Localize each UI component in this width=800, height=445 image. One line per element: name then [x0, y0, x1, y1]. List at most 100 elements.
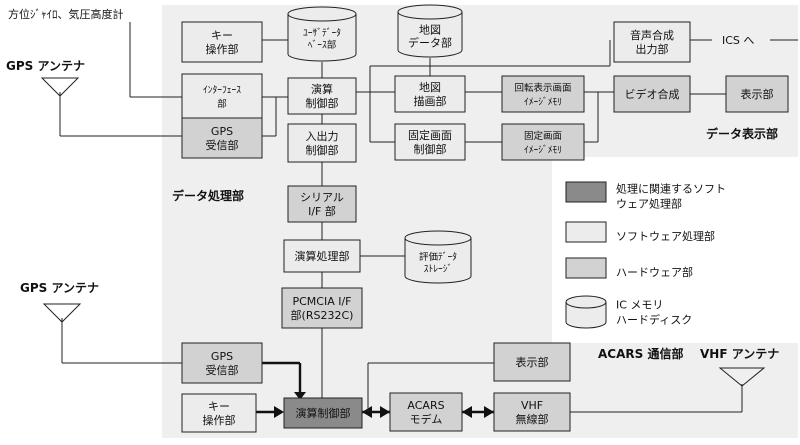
disk-label-eval-storage-line: 評価ﾃﾞｰﾀ: [419, 251, 457, 263]
calc-control-bottom-box: [283, 397, 363, 429]
disk-label-user-data-line: ﾍﾞｰｽ部: [308, 39, 337, 51]
disk-label-user-data: ﾕｰｻﾞﾃﾞｰﾀﾍﾞｰｽ部: [303, 28, 341, 51]
box-label-display-bot-line: 表示部: [516, 355, 549, 369]
calc-control-top-box: [287, 77, 357, 115]
box-label-calc-top-line: 演算: [311, 82, 333, 96]
connections: [59, 22, 798, 418]
legend-label-hardware: ハードウェア部: [616, 265, 693, 279]
box-label-display-top: 表示部: [741, 87, 774, 101]
box-label-serial-line: シリアル: [300, 191, 344, 204]
box-label-fixed-ctrl: 固定画面制御部: [408, 128, 452, 156]
box-label-acars-modem-line: モデム: [410, 412, 443, 426]
box-label-pcmcia-line: PCMCIA I/F: [292, 295, 351, 308]
box-label-io-ctrl-line: 制御部: [306, 143, 339, 157]
box-label-fixed-ctrl-line: 固定画面: [408, 128, 452, 142]
box-label-video: ビデオ合成: [625, 87, 680, 101]
disk-label-user-data-line: ﾕｰｻﾞﾃﾞｰﾀ: [303, 28, 341, 39]
map-database-disk: [397, 4, 463, 58]
box-label-calc-proc: 演算処理部: [295, 249, 350, 263]
box-label-vhf-radio-line: VHF: [521, 399, 543, 412]
legend-label-disk-line: ハードディスク: [616, 313, 692, 327]
gps-antenna-top-icon: [40, 77, 80, 97]
gps-receiver-bottom-box: [181, 342, 263, 384]
box-label-rot-mem: 回転表示画面 ｲﾒｰｼﾞﾒﾓﾘ: [514, 82, 571, 108]
rotation-memory-box: [501, 75, 585, 113]
serial-if-box: [287, 185, 357, 223]
interface-box: [181, 73, 263, 119]
box-label-vhf-radio-line: 無線部: [516, 412, 549, 426]
io-control-box: [287, 123, 357, 163]
display-top-box: [725, 75, 789, 113]
antenna-label-gps-top: GPS アンテナ: [6, 59, 85, 73]
sensor-label: 方位ｼﾞｬｲﾛ、気圧高度計: [8, 7, 124, 21]
ics-label: ICS へ: [722, 34, 754, 47]
area-title-processing: データ処理部: [172, 188, 244, 203]
voice-synth-box: [613, 21, 691, 63]
box-label-calc-top: 演算制御部: [306, 82, 339, 110]
area-title-acars: ACARS 通信部: [598, 346, 683, 361]
box-label-fixed-ctrl-line: 制御部: [414, 142, 447, 156]
box-label-pcmcia-line: 部(RS232C): [291, 308, 354, 322]
box-label-key-bot-line: 操作部: [203, 413, 236, 427]
legend-hardware-swatch: [565, 257, 607, 279]
box-label-gps-rx-top-line: GPS: [211, 125, 233, 138]
box-label-rot-mem-line: 回転表示画面: [514, 82, 571, 94]
legend-label-software: ソフトウェア処理部: [616, 229, 715, 243]
area-title-display: データ表示部: [706, 126, 778, 141]
legend-label-related-line: ウェア処理部: [616, 197, 682, 211]
box-label-display-top-line: 表示部: [741, 87, 774, 101]
user-database-disk: [287, 6, 357, 62]
fixed-control-box: [394, 123, 466, 161]
disk-label-map-data: 地図データ部: [408, 24, 452, 50]
box-label-map-draw-line: 地図: [419, 81, 441, 94]
box-label-voice-line: 出力部: [636, 42, 669, 56]
legend: [565, 181, 607, 329]
box-label-calc-bot-line: 演算制御部: [296, 406, 351, 420]
legend-disk-swatch: [565, 295, 607, 329]
fixed-memory-box: [501, 123, 585, 161]
box-label-fixed-mem-line: ｲﾒｰｼﾞﾒﾓﾘ: [524, 145, 562, 156]
eval-storage-disk: [404, 230, 472, 284]
vhf-antenna-icon: [718, 367, 766, 387]
box-label-io-ctrl: 入出力制御部: [306, 129, 339, 157]
box-label-io-ctrl-line: 入出力: [306, 129, 339, 143]
antenna-label-gps-mid: GPS アンテナ: [20, 281, 99, 295]
box-label-rot-mem-line: ｲﾒｰｼﾞﾒﾓﾘ: [524, 97, 562, 108]
legend-related-swatch: [565, 181, 607, 203]
legend-label-related: 処理に関連するソフトウェア処理部: [616, 182, 726, 211]
box-label-map-draw-line: 描画部: [414, 94, 447, 108]
box-label-calc-top-line: 制御部: [306, 96, 339, 110]
disk-label-map-data-line: データ部: [408, 36, 452, 50]
legend-label-software-line: ソフトウェア処理部: [616, 229, 715, 243]
box-label-gps-rx-bot-line: GPS: [211, 350, 233, 363]
acars-area: [162, 343, 798, 438]
gps-antenna-mid-icon: [42, 303, 82, 323]
pcmcia-box: [281, 287, 363, 329]
box-label-key-bot-line: キー: [208, 400, 230, 413]
display-bottom-box: [493, 342, 571, 382]
legend-software-swatch: [565, 221, 607, 243]
antenna-label-vhf: VHF アンテナ: [700, 347, 779, 361]
legend-label-hardware-line: ハードウェア部: [616, 265, 693, 279]
legend-label-disk-line: IC メモリ: [616, 299, 663, 312]
legend-label-disk: IC メモリハードディスク: [616, 299, 692, 327]
box-label-interface: ｲﾝﾀｰﾌｪｰｽ部: [203, 85, 241, 110]
box-label-voice-line: 音声合成: [630, 28, 674, 42]
box-label-key-bot: キー操作部: [203, 400, 236, 427]
box-label-gps-rx-top-line: 受信部: [206, 138, 239, 152]
vhf-radio-box: [493, 392, 571, 432]
box-label-calc-bot: 演算制御部: [296, 406, 351, 420]
box-label-calc-proc-line: 演算処理部: [295, 249, 350, 263]
box-label-fixed-mem-line: 固定画面: [524, 130, 562, 142]
box-label-video-line: ビデオ合成: [625, 87, 680, 101]
box-label-interface-line: 部: [217, 98, 227, 110]
box-label-key-top-line: キー: [211, 29, 233, 42]
